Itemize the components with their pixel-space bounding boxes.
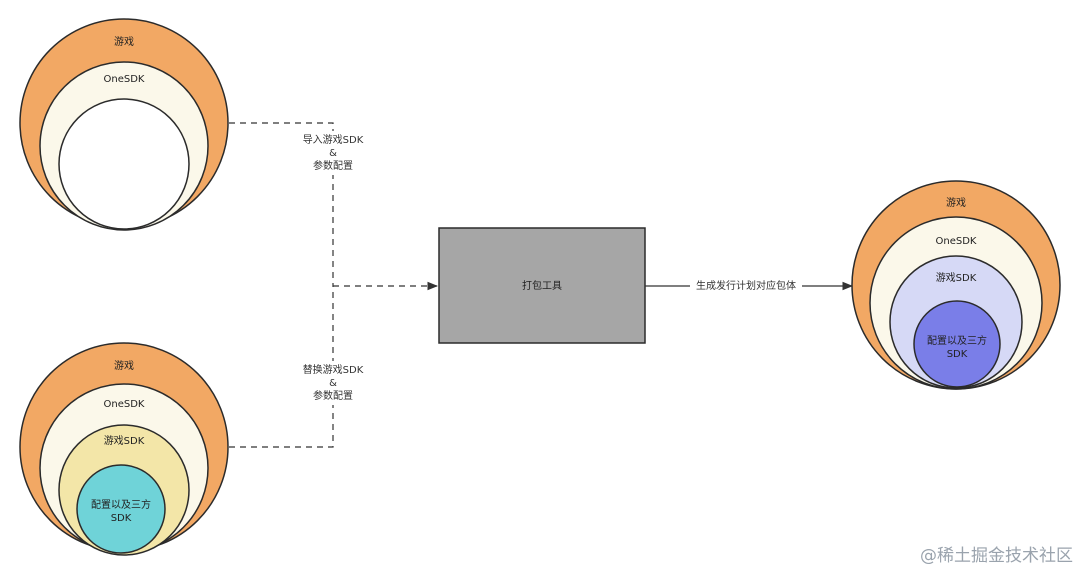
bottom-game-sdk-label: 游戏SDK <box>104 434 145 447</box>
replace-edge-label: 替换游戏SDK & 参数配置 <box>295 361 371 405</box>
bottom-game-group: 游戏 OneSDK 游戏SDK 配置以及三方 SDK <box>19 342 229 556</box>
bottom-config-sdk-circle <box>76 464 166 554</box>
import-label-line3: 参数配置 <box>313 159 353 172</box>
watermark-text: @稀土掘金技术社区 <box>920 546 1073 566</box>
result-config-label-line1: 配置以及三方 <box>927 334 987 347</box>
output-label: 生成发行计划对应包体 <box>696 279 796 292</box>
top-empty-slot-circle <box>58 98 190 230</box>
bottom-game-label: 游戏 <box>114 359 134 372</box>
replace-connector <box>229 286 334 448</box>
replace-label-line3: 参数配置 <box>313 389 353 402</box>
bottom-config-label-line2: SDK <box>111 513 132 524</box>
packaging-tool-node: 打包工具 <box>438 227 646 344</box>
replace-label-line1: 替换游戏SDK <box>303 363 364 376</box>
top-onesdk-label: OneSDK <box>104 74 145 85</box>
input-connectors <box>229 122 439 448</box>
top-game-label: 游戏 <box>114 35 134 48</box>
result-config-sdk-circle <box>913 300 1001 388</box>
packaging-tool-box <box>438 227 646 344</box>
result-game-sdk-label: 游戏SDK <box>936 271 977 284</box>
import-label-line1: 导入游戏SDK <box>303 133 364 146</box>
bottom-config-label-line1: 配置以及三方 <box>91 498 151 511</box>
import-connector <box>229 122 334 286</box>
top-game-group: 游戏 OneSDK <box>19 18 229 231</box>
replace-label-bg <box>295 361 371 405</box>
replace-label-line2: & <box>329 378 337 389</box>
result-onesdk-label: OneSDK <box>936 236 977 247</box>
result-config-label-line2: SDK <box>947 349 968 360</box>
result-game-group: 游戏 OneSDK 游戏SDK 配置以及三方 SDK <box>851 180 1061 390</box>
bottom-onesdk-label: OneSDK <box>104 399 145 410</box>
output-connector: 生成发行计划对应包体 <box>645 278 854 294</box>
import-label-bg <box>295 131 371 175</box>
import-label-line2: & <box>329 148 337 159</box>
packaging-tool-label: 打包工具 <box>522 279 562 292</box>
import-edge-label: 导入游戏SDK & 参数配置 <box>295 131 371 175</box>
result-game-label: 游戏 <box>946 196 966 209</box>
output-label-bg <box>690 278 802 294</box>
